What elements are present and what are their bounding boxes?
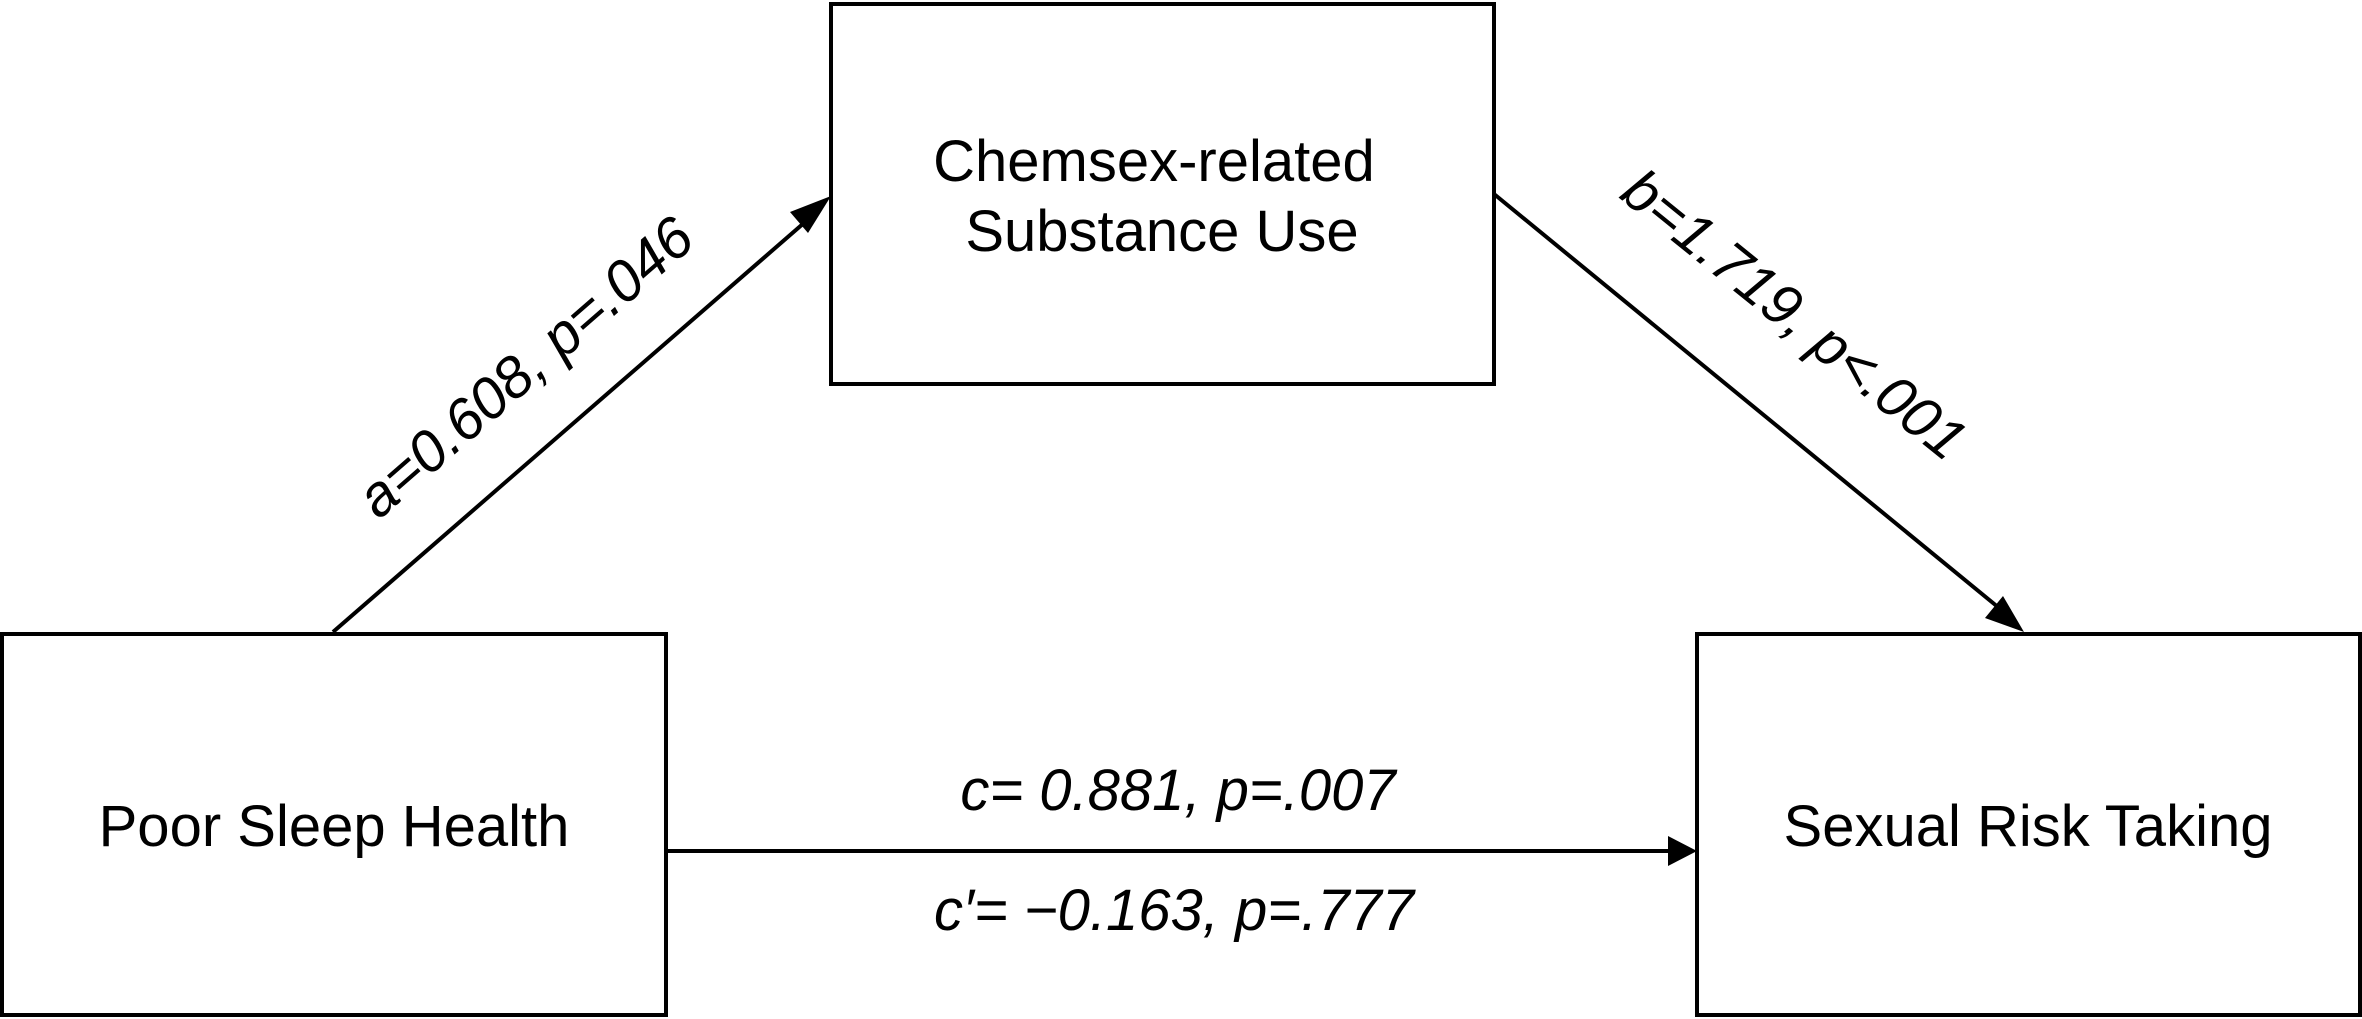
- edge-c-path-direct-label: c′= −0.163, p=.777: [934, 878, 1417, 943]
- node-outcome-label: Sexual Risk Taking: [1784, 794, 2273, 859]
- node-outcome: Sexual Risk Taking: [1695, 632, 2362, 1017]
- node-predictor-label: Poor Sleep Health: [99, 794, 570, 859]
- edge-b-path-label: b=1.719, p<.001: [1610, 157, 1979, 473]
- edge-a-path-label: a=0.608, p=.046: [344, 204, 706, 531]
- node-predictor-label-line-1: Poor Sleep Health: [99, 794, 570, 859]
- edge-c-path: c= 0.881, p=.007 c′= −0.163, p=.777: [666, 758, 1697, 943]
- node-mediator-label-line-2: Substance Use: [965, 199, 1358, 264]
- node-outcome-label-line-1: Sexual Risk Taking: [1784, 794, 2273, 859]
- edge-b-path-line: [1492, 192, 2006, 614]
- edge-c-path-total-label: c= 0.881, p=.007: [960, 758, 1398, 823]
- edge-c-path-arrowhead: [1668, 836, 1697, 866]
- node-mediator-label-line-1: Chemsex-related: [933, 129, 1375, 194]
- node-outcome-box: [1695, 632, 2362, 1017]
- node-predictor: Poor Sleep Health: [0, 632, 668, 1017]
- edge-a-path-arrowhead: [790, 196, 831, 233]
- edge-a-path-line: [331, 214, 814, 634]
- node-predictor-box: [0, 632, 668, 1017]
- edge-b-path-arrowhead: [1985, 596, 2024, 632]
- edge-a-path: a=0.608, p=.046: [331, 196, 831, 634]
- node-mediator: Chemsex-related Substance Use: [829, 2, 1496, 386]
- edge-b-path: b=1.719, p<.001: [1492, 157, 2024, 632]
- node-mediator-box: [829, 2, 1496, 386]
- node-mediator-label: Chemsex-related Substance Use: [933, 129, 1391, 264]
